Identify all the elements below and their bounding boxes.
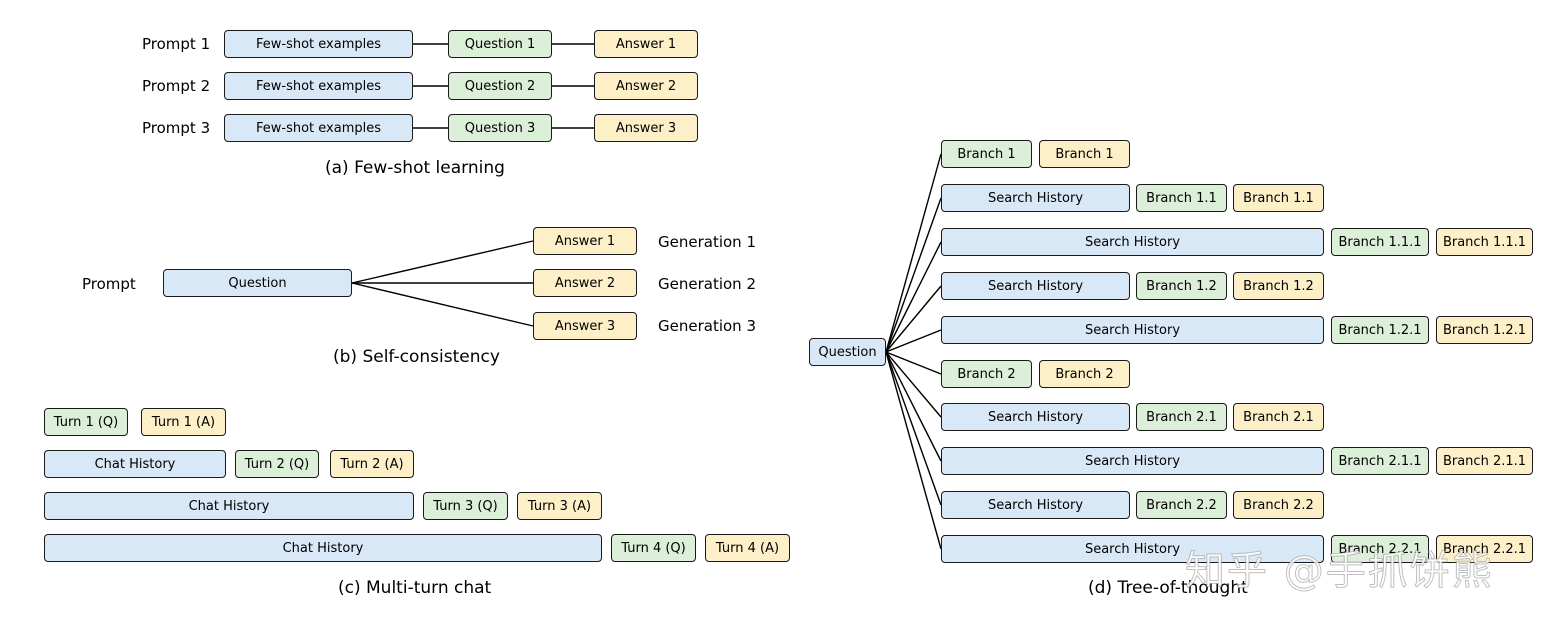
generation-label: Generation 1 bbox=[658, 233, 756, 251]
few-shot-examples-box: Few-shot examples bbox=[224, 30, 413, 58]
search-history-box: Search History bbox=[941, 447, 1324, 475]
few-shot-caption: (a) Few-shot learning bbox=[325, 158, 505, 178]
turn-answer-box: Turn 4 (A) bbox=[705, 534, 790, 562]
tree-connector bbox=[885, 351, 942, 375]
tree-connector bbox=[885, 351, 942, 462]
self-consistency-connector bbox=[351, 240, 534, 284]
prompt-label: Prompt 3 bbox=[142, 119, 211, 137]
tree-connector bbox=[885, 351, 942, 418]
branch-thought-box: Branch 1.1 bbox=[1233, 184, 1324, 212]
answer-box: Answer 3 bbox=[533, 312, 637, 340]
branch-thought-box: Branch 2.1 bbox=[1233, 403, 1324, 431]
root-question-box: Question bbox=[809, 338, 886, 366]
answer-box: Answer 1 bbox=[594, 30, 698, 58]
question-box: Question bbox=[163, 269, 352, 297]
tree-of-thought-caption: (d) Tree-of-thought bbox=[1088, 578, 1248, 598]
turn-answer-box: Turn 2 (A) bbox=[330, 450, 414, 478]
turn-question-box: Turn 4 (Q) bbox=[611, 534, 696, 562]
branch-thought-box: Branch 1.2.1 bbox=[1436, 316, 1533, 344]
turn-answer-box: Turn 3 (A) bbox=[517, 492, 602, 520]
answer-box: Answer 2 bbox=[594, 72, 698, 100]
branch-thought-box: Branch 1 bbox=[1039, 140, 1130, 168]
turn-question-box: Turn 1 (Q) bbox=[44, 408, 128, 436]
question-box: Question 3 bbox=[448, 114, 552, 142]
branch-thought-box: Branch 1.1.1 bbox=[1436, 228, 1533, 256]
chat-history-box: Chat History bbox=[44, 450, 226, 478]
watermark: 知乎 @手抓饼熊 bbox=[1185, 548, 1494, 595]
search-history-box: Search History bbox=[941, 535, 1324, 563]
search-history-box: Search History bbox=[941, 184, 1130, 212]
self-consistency-connector bbox=[351, 282, 534, 327]
prompt-label: Prompt bbox=[82, 275, 136, 293]
branch-thought-box: Branch 2.2.1 bbox=[1436, 535, 1533, 563]
branch-node-box: Branch 2.2 bbox=[1136, 491, 1227, 519]
branch-thought-box: Branch 2.2 bbox=[1233, 491, 1324, 519]
tree-connector bbox=[885, 329, 942, 353]
prompt-label: Prompt 2 bbox=[142, 77, 211, 95]
branch-node-box: Branch 1.1 bbox=[1136, 184, 1227, 212]
question-box: Question 1 bbox=[448, 30, 552, 58]
answer-box: Answer 1 bbox=[533, 227, 637, 255]
answer-box: Answer 3 bbox=[594, 114, 698, 142]
question-box: Question 2 bbox=[448, 72, 552, 100]
tree-connector bbox=[885, 241, 942, 353]
branch-node-box: Branch 1 bbox=[941, 140, 1032, 168]
prompt-label: Prompt 1 bbox=[142, 35, 211, 53]
branch-node-box: Branch 1.1.1 bbox=[1331, 228, 1429, 256]
self-consistency-caption: (b) Self-consistency bbox=[333, 347, 500, 367]
branch-node-box: Branch 1.2 bbox=[1136, 272, 1227, 300]
chat-history-box: Chat History bbox=[44, 534, 602, 562]
turn-answer-box: Turn 1 (A) bbox=[141, 408, 226, 436]
tree-connector bbox=[885, 197, 942, 353]
turn-question-box: Turn 3 (Q) bbox=[423, 492, 508, 520]
branch-thought-box: Branch 2 bbox=[1039, 360, 1130, 388]
branch-node-box: Branch 2 bbox=[941, 360, 1032, 388]
branch-node-box: Branch 1.2.1 bbox=[1331, 316, 1429, 344]
branch-node-box: Branch 2.1.1 bbox=[1331, 447, 1429, 475]
tree-connector bbox=[885, 351, 942, 506]
tree-connector bbox=[885, 351, 942, 550]
tree-connector bbox=[885, 153, 942, 353]
few-shot-examples-box: Few-shot examples bbox=[224, 72, 413, 100]
search-history-box: Search History bbox=[941, 272, 1130, 300]
search-history-box: Search History bbox=[941, 316, 1324, 344]
generation-label: Generation 3 bbox=[658, 317, 756, 335]
branch-node-box: Branch 2.1 bbox=[1136, 403, 1227, 431]
turn-question-box: Turn 2 (Q) bbox=[235, 450, 319, 478]
tree-connector bbox=[885, 285, 942, 353]
chat-history-box: Chat History bbox=[44, 492, 414, 520]
branch-thought-box: Branch 2.1.1 bbox=[1436, 447, 1533, 475]
search-history-box: Search History bbox=[941, 403, 1130, 431]
search-history-box: Search History bbox=[941, 491, 1130, 519]
generation-label: Generation 2 bbox=[658, 275, 756, 293]
multi-turn-caption: (c) Multi-turn chat bbox=[338, 578, 492, 598]
answer-box: Answer 2 bbox=[533, 269, 637, 297]
branch-thought-box: Branch 1.2 bbox=[1233, 272, 1324, 300]
search-history-box: Search History bbox=[941, 228, 1324, 256]
branch-node-box: Branch 2.2.1 bbox=[1331, 535, 1429, 563]
few-shot-examples-box: Few-shot examples bbox=[224, 114, 413, 142]
